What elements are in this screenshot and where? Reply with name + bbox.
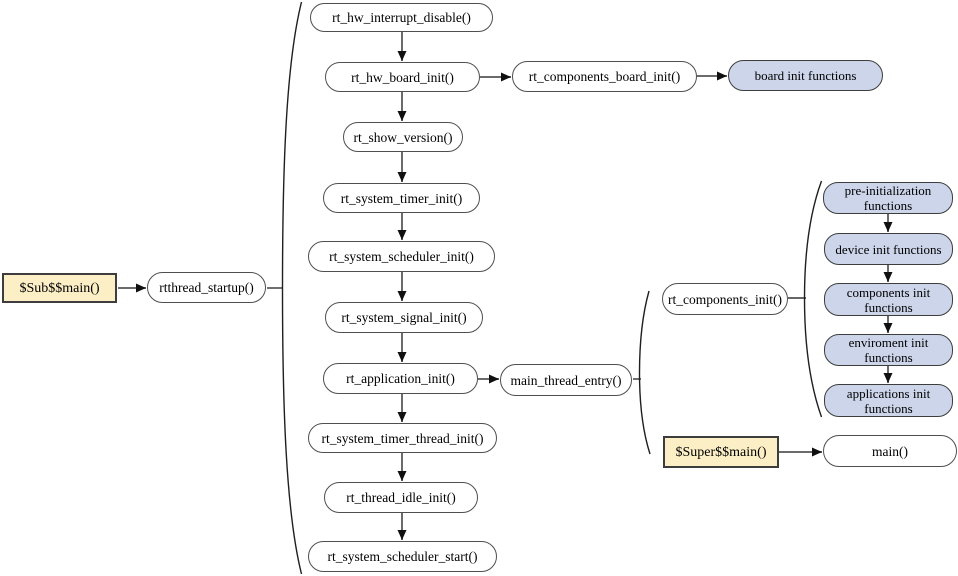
node-rt-system-scheduler-init: rt_system_scheduler_init(): [308, 241, 495, 272]
node-rt-system-signal-init: rt_system_signal_init(): [325, 302, 483, 333]
node-device-init-functions: device init functions: [824, 233, 953, 265]
flow-arrows: [118, 32, 893, 540]
node-rt-system-timer-thread-init: rt_system_timer_thread_init(): [308, 423, 497, 453]
node-main-thread-entry: main_thread_entry(): [500, 364, 632, 396]
node-rtthread-startup: rtthread_startup(): [147, 272, 266, 303]
brace-componentsinit-group: [803, 180, 823, 418]
brace-startup-group: [281, 1, 303, 575]
node-rt-application-init: rt_application_init(): [323, 363, 478, 394]
node-applications-init-functions: applications init functions: [824, 384, 953, 417]
node-rt-hw-board-init: rt_hw_board_init(): [325, 62, 480, 92]
node-rt-system-timer-init: rt_system_timer_init(): [323, 183, 480, 213]
node-rt-show-version: rt_show_version(): [343, 122, 463, 152]
node-rt-system-scheduler-start: rt_system_scheduler_start(): [308, 541, 497, 572]
node-main: main(): [823, 435, 957, 467]
brace-mainthread-group: [638, 290, 651, 455]
node-components-init-functions: components init functions: [824, 283, 953, 316]
node-rt-components-board-init: rt_components_board_init(): [512, 61, 697, 92]
node-enviroment-init-functions: enviroment init functions: [824, 334, 953, 366]
node-board-init-functions: board init functions: [728, 60, 883, 91]
node-super-main: $Super$$main(): [663, 436, 779, 468]
node-rt-hw-interrupt-disable: rt_hw_interrupt_disable(): [310, 3, 493, 32]
node-rt-thread-idle-init: rt_thread_idle_init(): [324, 482, 478, 513]
node-rt-components-init: rt_components_init(): [662, 283, 788, 315]
grouping-braces: [281, 1, 823, 575]
node-pre-initialization-functions: pre-initialization functions: [823, 182, 953, 214]
node-sub-main: $Sub$$main(): [2, 273, 117, 303]
